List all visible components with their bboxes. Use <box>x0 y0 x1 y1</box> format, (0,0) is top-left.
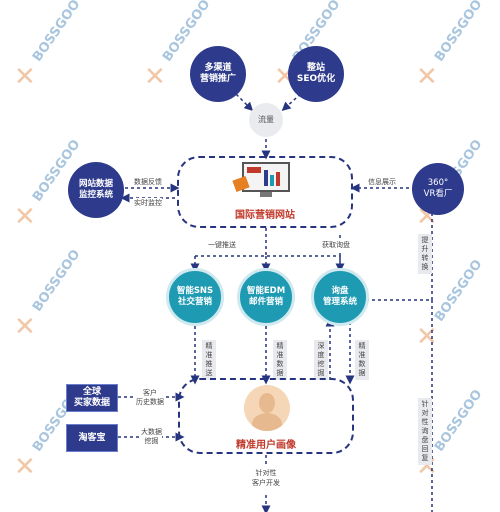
watermark-logo: ✕BOSSGOO <box>416 0 486 92</box>
portrait-box <box>178 378 354 454</box>
label-improve-conversion: 提升转换 <box>418 234 432 274</box>
label-info-display: 信息展示 <box>368 177 396 187</box>
label-targeted-reply: 针对性询盘回复 <box>418 398 432 465</box>
label-realtime-monitor: 实时监控 <box>134 198 162 208</box>
website-monitor-icon <box>232 162 294 200</box>
seo-node: 整站 SEO优化 <box>288 46 344 102</box>
label-one-click-push: 一键推送 <box>208 240 236 250</box>
label-big-data-mining: 大数据 挖掘 <box>141 428 162 446</box>
user-avatar-icon <box>244 385 290 431</box>
label-deep-mining: 深度挖掘 <box>314 340 328 380</box>
label-precise-push: 精准推送 <box>202 340 216 380</box>
global-buyers-box: 全球 买家数据 <box>66 384 118 412</box>
label-data-feedback: 数据反馈 <box>134 177 162 187</box>
vr-node: 360° VR看厂 <box>412 163 464 215</box>
label-get-inquiry: 获取询盘 <box>322 240 350 250</box>
label-customer-history: 客户 历史数据 <box>136 389 164 407</box>
watermark-logo: ✕BOSSGOO <box>14 0 84 92</box>
inquiry-node: 询盘 管理系统 <box>311 268 369 326</box>
watermark-logo: ✕BOSSGOO <box>14 247 84 342</box>
label-precise-data-2: 精准数据 <box>355 340 369 380</box>
watermark-logo: ✕BOSSGOO <box>14 387 84 482</box>
watermark-logo: ✕BOSSGOO <box>14 137 84 232</box>
sns-node: 智能SNS 社交营销 <box>166 268 224 326</box>
multi-channel-node: 多渠道 营销推广 <box>190 46 246 102</box>
website-title: 国际营销网站 <box>235 210 295 221</box>
taokebao-box: 淘客宝 <box>66 424 118 452</box>
traffic-node: 流量 <box>249 103 283 137</box>
portrait-title: 精准用户画像 <box>236 440 296 451</box>
edm-node: 智能EDM 邮件营销 <box>237 268 295 326</box>
site-monitor-node: 网站数据 监控系统 <box>68 162 124 218</box>
label-targeted-dev: 针对性 客户开发 <box>252 469 280 487</box>
watermark-logo: ✕BOSSGOO <box>144 0 214 92</box>
label-precise-data: 精准数据 <box>273 340 287 380</box>
website-box <box>177 156 353 228</box>
